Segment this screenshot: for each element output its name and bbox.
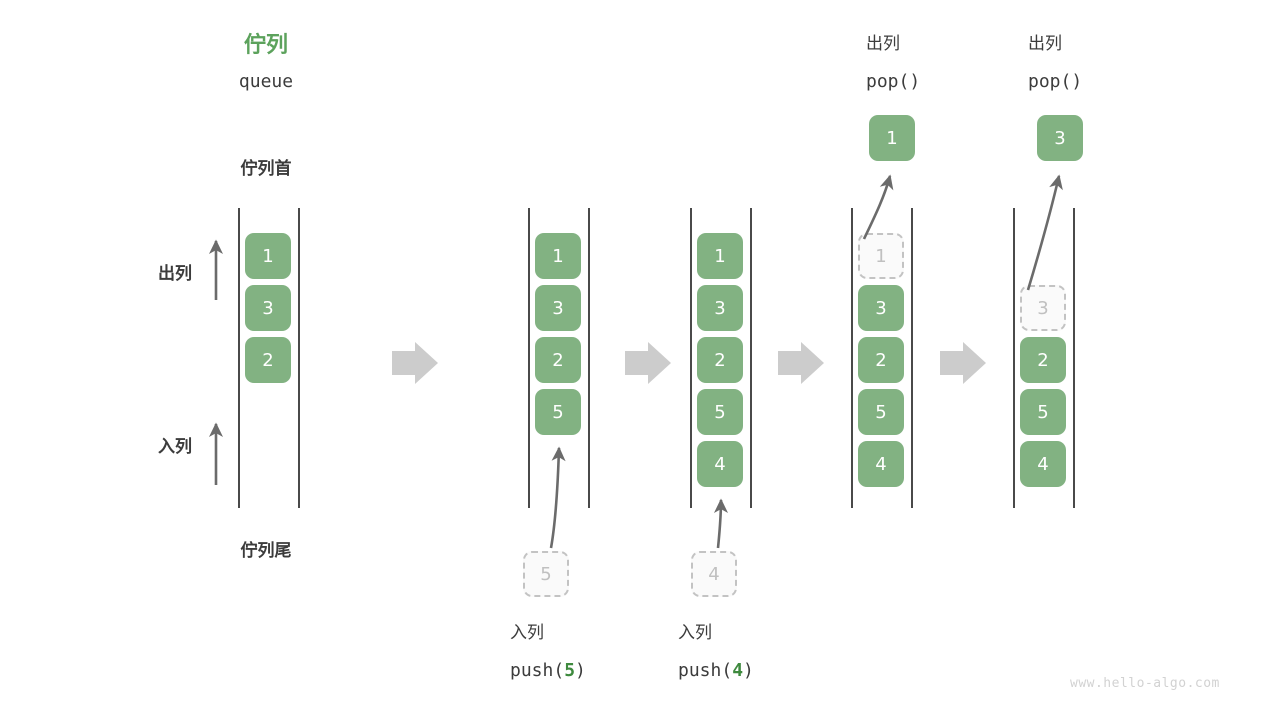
rail-left-state-4 [851, 208, 853, 508]
popped-node-3: 3 [1037, 115, 1083, 161]
queue-node: 4 [697, 441, 743, 487]
rail-right-state-5 [1073, 208, 1075, 508]
queue-node: 1 [535, 233, 581, 279]
push-5-arrow [549, 446, 566, 549]
step-arrow-2 [625, 342, 671, 384]
queue-node: 5 [858, 389, 904, 435]
push-5-code-suffix: ) [575, 660, 586, 681]
incoming-node-5: 5 [523, 551, 569, 597]
pop-3-arrow [1026, 174, 1063, 291]
push-5-code-prefix: push( [510, 660, 565, 681]
rail-left-state-3 [690, 208, 692, 508]
queue-node: 2 [858, 337, 904, 383]
push-5-code-value: 5 [564, 660, 576, 681]
push-4-code-suffix: ) [743, 660, 754, 681]
enqueue-side-label: 入列 [158, 437, 192, 457]
queue-node: 5 [1020, 389, 1066, 435]
push-4-caption-cn: 入列 [678, 623, 712, 643]
popped-slot-ghost: 1 [858, 233, 904, 279]
queue-node: 2 [245, 337, 291, 383]
step-arrow-3 [778, 342, 824, 384]
watermark: www.hello-algo.com [1070, 676, 1220, 691]
step-arrow-4 [940, 342, 986, 384]
pop-2-code-suffix: ) [1071, 71, 1083, 92]
queue-node: 3 [245, 285, 291, 331]
queue-head-label: 佇列首 [240, 159, 292, 179]
diagram-title-en: queue [238, 71, 294, 92]
pop-1-arrow [862, 174, 894, 240]
popped-slot-ghost: 3 [1020, 285, 1066, 331]
queue-node: 1 [245, 233, 291, 279]
rail-left-state-1 [238, 208, 240, 508]
queue-node: 2 [1020, 337, 1066, 383]
pop-1-caption-cn: 出列 [866, 34, 900, 54]
queue-node: 3 [535, 285, 581, 331]
pop-2-caption-cn: 出列 [1028, 34, 1062, 54]
queue-node: 3 [697, 285, 743, 331]
queue-node: 5 [535, 389, 581, 435]
queue-node: 1 [697, 233, 743, 279]
popped-node-1: 1 [869, 115, 915, 161]
rail-right-state-1 [298, 208, 300, 508]
push-4-arrow [713, 498, 729, 549]
push-5-caption-cn: 入列 [510, 623, 544, 643]
pop-1-code-prefix: pop( [866, 71, 910, 92]
queue-node: 2 [535, 337, 581, 383]
diagram-title-cn: 佇列 [243, 33, 288, 58]
rail-left-state-2 [528, 208, 530, 508]
queue-node: 4 [858, 441, 904, 487]
rail-right-state-4 [911, 208, 913, 508]
pop-1-caption-code: pop() [866, 70, 920, 93]
rail-right-state-2 [588, 208, 590, 508]
queue-node: 2 [697, 337, 743, 383]
queue-tail-label: 佇列尾 [240, 541, 292, 561]
queue-node: 5 [697, 389, 743, 435]
dequeue-side-label: 出列 [158, 264, 192, 284]
pop-1-code-suffix: ) [909, 71, 921, 92]
pop-2-code-prefix: pop( [1028, 71, 1072, 92]
queue-node: 3 [858, 285, 904, 331]
rail-right-state-3 [750, 208, 752, 508]
queue-node: 4 [1020, 441, 1066, 487]
rail-left-state-5 [1013, 208, 1015, 508]
push-5-caption-code: push(5) [510, 659, 586, 682]
incoming-node-4: 4 [691, 551, 737, 597]
pop-2-caption-code: pop() [1028, 70, 1082, 93]
step-arrow-1 [392, 342, 438, 384]
push-4-caption-code: push(4) [678, 659, 754, 682]
push-4-code-prefix: push( [678, 660, 733, 681]
push-4-code-value: 4 [732, 660, 744, 681]
